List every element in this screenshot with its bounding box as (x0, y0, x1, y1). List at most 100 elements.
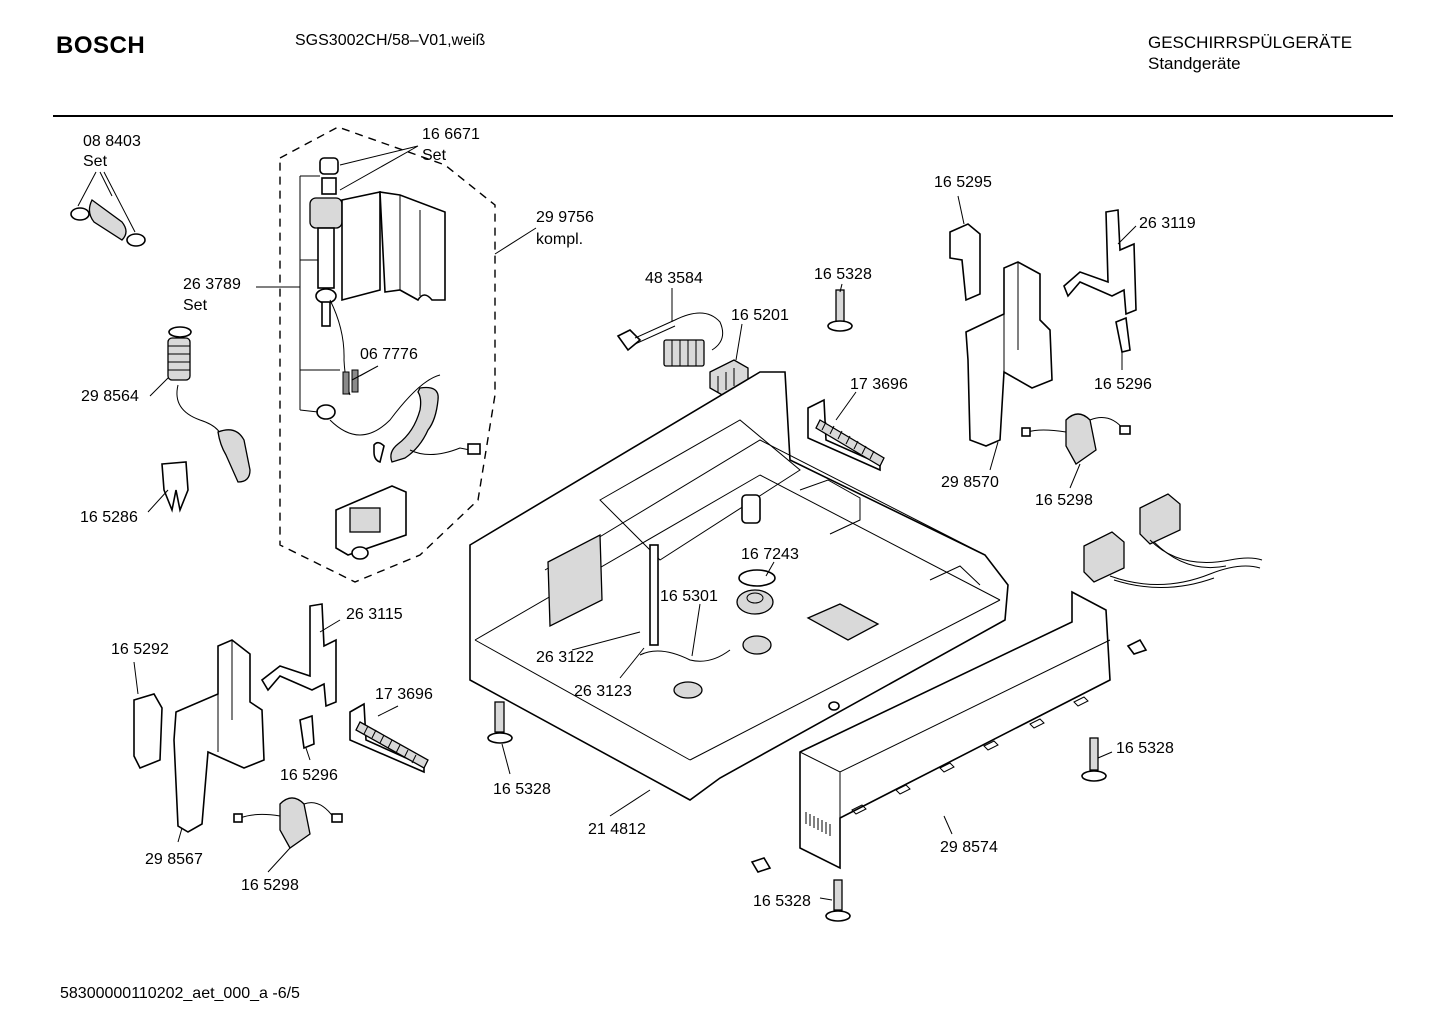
header-rule (53, 115, 1393, 117)
switch-part-right (1021, 413, 1131, 465)
screw-part-right (1081, 737, 1107, 782)
part-label-line: 16 5201 (731, 307, 789, 324)
category-subtitle: Standgeräte (1148, 54, 1241, 73)
part-label: 06 7776 (360, 346, 418, 363)
part-label: 17 3696 (850, 376, 908, 393)
part-label-line: 26 3119 (1139, 215, 1196, 232)
part-label: 16 5301 (660, 588, 718, 605)
part-label-line: 16 6671 (422, 126, 480, 143)
wiring-harness-part (1083, 493, 1263, 589)
part-label-line: 16 5292 (111, 641, 169, 658)
part-label-line: 16 5328 (753, 893, 811, 910)
category-block: GESCHIRRSPÜLGERÄTE Standgeräte (1148, 32, 1352, 74)
screw-part-top (827, 289, 853, 332)
part-label: 26 3122 (536, 649, 594, 666)
flow-meter-part (335, 485, 407, 560)
part-label: 26 3119 (1139, 215, 1196, 232)
part-label-line: 48 3584 (645, 270, 703, 287)
part-label: 48 3584 (645, 270, 703, 287)
part-label: 16 5328 (1116, 740, 1174, 757)
plinth-panel-part (799, 590, 1111, 870)
part-label-line: 06 7776 (360, 346, 418, 363)
part-label-line: 08 8403 (83, 133, 141, 150)
hinge-spring-part-lower (349, 702, 429, 774)
part-label-line: 16 7243 (741, 546, 799, 563)
part-label: 29 8567 (145, 851, 203, 868)
bracket-cap-part-right (949, 223, 981, 302)
bracket-cap-part-left (133, 693, 163, 770)
part-label: 17 3696 (375, 686, 433, 703)
brand-logo: BOSCH (56, 32, 146, 59)
part-label: 29 8564 (81, 388, 139, 405)
hinge-plate-part-right (1063, 209, 1137, 316)
hose-clamp-set-part (70, 199, 146, 247)
part-label: 21 4812 (588, 821, 646, 838)
part-label: 16 5296 (280, 767, 338, 784)
part-label: 16 5295 (934, 174, 992, 191)
part-label-line: 17 3696 (375, 686, 433, 703)
part-label-line: 29 9756 (536, 209, 594, 226)
part-label-line: 16 5296 (280, 767, 338, 784)
part-label-line: 21 4812 (588, 821, 646, 838)
clip-part-left (299, 714, 315, 750)
part-label: 16 7243 (741, 546, 799, 563)
part-label-line: 16 5328 (493, 781, 551, 798)
part-label-line: 29 8567 (145, 851, 203, 868)
cable-harness-part (616, 312, 724, 367)
air-break-spring-part (167, 326, 192, 381)
part-label: 16 5298 (241, 877, 299, 894)
part-label-line: kompl. (536, 231, 583, 248)
part-label-line: Set (183, 297, 208, 314)
part-label-line: 26 3123 (574, 683, 632, 700)
drain-hose-part (329, 374, 481, 464)
inlet-valve-part (309, 157, 381, 420)
part-label: 16 5328 (493, 781, 551, 798)
part-label-line: 29 8564 (81, 388, 139, 405)
part-label: 29 8570 (941, 474, 999, 491)
part-label: 16 5298 (1035, 492, 1093, 509)
part-label-line: 16 5298 (1035, 492, 1093, 509)
small-screw-part (750, 638, 1148, 873)
switch-part-left (233, 797, 343, 849)
part-label-line: Set (83, 153, 108, 170)
part-label-line: 26 3789 (183, 276, 241, 293)
screw-part-mid-left (487, 701, 513, 744)
part-label-line: Set (422, 147, 447, 164)
part-label: 26 3123 (574, 683, 632, 700)
part-label-line: 26 3115 (346, 606, 403, 623)
part-label-line: 16 5296 (1094, 376, 1152, 393)
part-label: 29 8574 (940, 839, 998, 856)
hinge-bracket-part-left (173, 639, 265, 833)
hinge-spring-part-upper (807, 398, 885, 472)
part-label: 16 5328 (753, 893, 811, 910)
part-label: 16 5201 (731, 307, 789, 324)
clip-part-right (1115, 316, 1131, 353)
document-id: 58300000110202_aet_000_a -6/5 (60, 985, 300, 1002)
assembly-dashed-outline (279, 126, 496, 583)
base-tub-part (469, 371, 1009, 801)
part-label-line: 29 8574 (940, 839, 998, 856)
part-label-line: 16 5295 (934, 174, 992, 191)
part-label-line: 16 5298 (241, 877, 299, 894)
model-number: SGS3002CH/58–V01,weiß (295, 32, 486, 49)
part-label: 16 5286 (80, 509, 138, 526)
part-label-line: 29 8570 (941, 474, 999, 491)
category-title: GESCHIRRSPÜLGERÄTE (1148, 33, 1353, 52)
screw-part-bottom (825, 879, 851, 922)
part-label: 16 5292 (111, 641, 169, 658)
part-label-line: 16 5328 (814, 266, 872, 283)
hose-segment-part (176, 384, 251, 483)
valve-cover-part (379, 191, 446, 302)
part-label-line: 17 3696 (850, 376, 908, 393)
part-label-line: 16 5328 (1116, 740, 1174, 757)
part-label: 16 5296 (1094, 376, 1152, 393)
leader-lines (77, 145, 1137, 901)
sump-seal-part (736, 569, 776, 615)
part-label-line: 16 5301 (660, 588, 718, 605)
part-label: 26 3115 (346, 606, 403, 623)
clip-part (161, 461, 189, 513)
